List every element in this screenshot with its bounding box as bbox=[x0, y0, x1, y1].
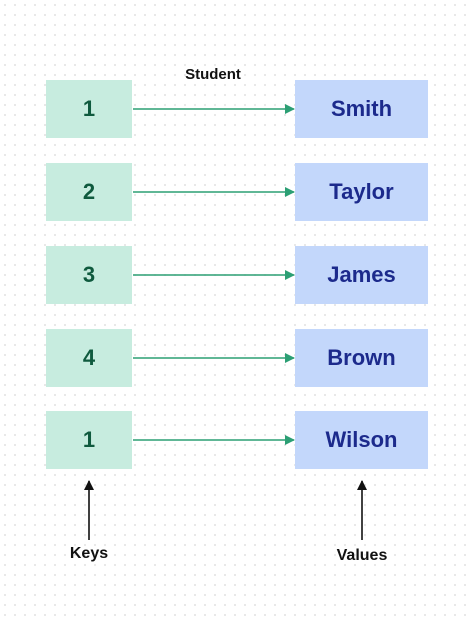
key-box: 1 bbox=[46, 80, 132, 138]
value-box: Wilson bbox=[295, 411, 428, 469]
key-box: 1 bbox=[46, 411, 132, 469]
key-box: 2 bbox=[46, 163, 132, 221]
diagram-title: Student bbox=[185, 66, 241, 83]
value-box: James bbox=[295, 246, 428, 304]
values-caption: Values bbox=[336, 547, 388, 564]
value-box: Taylor bbox=[295, 163, 428, 221]
key-box: 4 bbox=[46, 329, 132, 387]
keys-caption: Keys bbox=[69, 545, 109, 562]
value-box: Brown bbox=[295, 329, 428, 387]
value-box: Smith bbox=[295, 80, 428, 138]
key-box: 3 bbox=[46, 246, 132, 304]
